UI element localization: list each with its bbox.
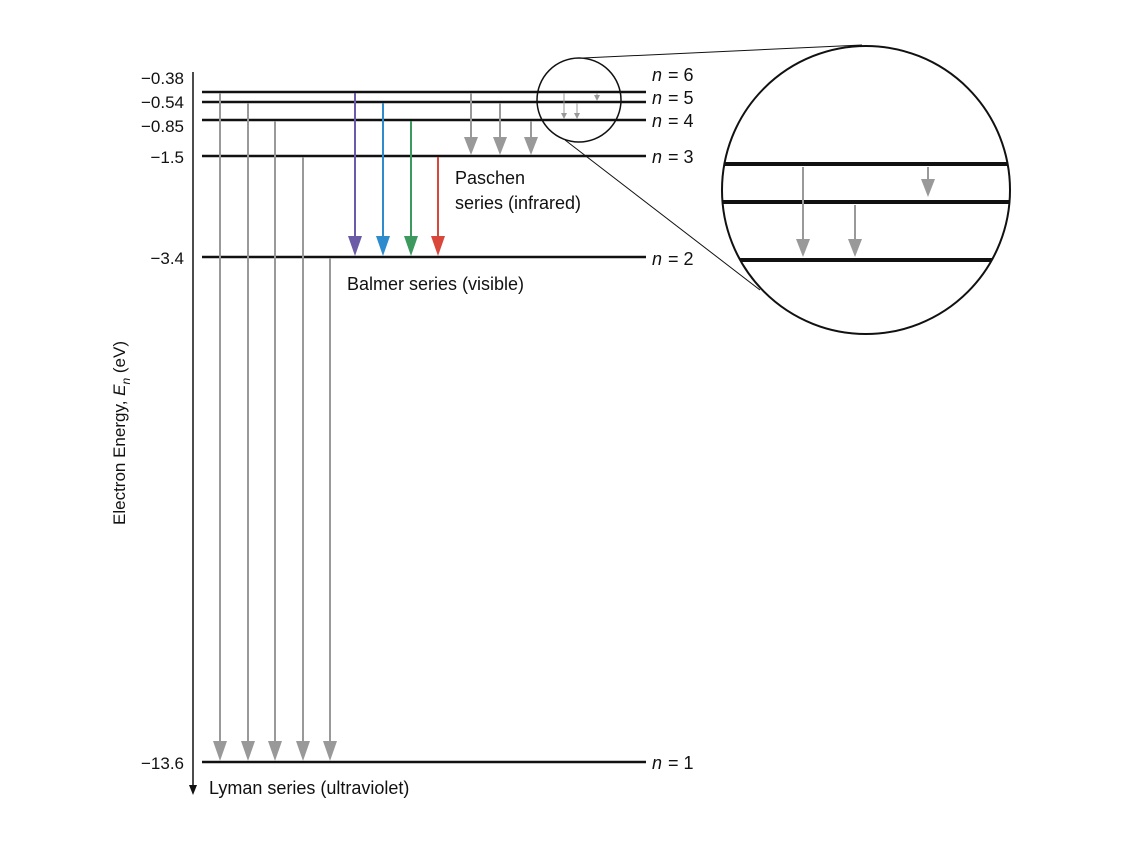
transition-arrow-6-to-3 <box>464 93 478 155</box>
magnifier-connector-top <box>582 44 863 59</box>
energy-tick-label: −0.54 <box>141 93 184 112</box>
zoom-arrow-6-to-5 <box>921 167 935 197</box>
magnified-levels <box>722 162 1010 262</box>
transition-arrow-5-to-2 <box>376 103 390 256</box>
n-label: n= 1 <box>652 753 694 773</box>
transition-arrow-6-to-4 <box>561 93 567 119</box>
n-label: n= 2 <box>652 249 694 269</box>
transition-arrow-6-to-2 <box>348 93 362 256</box>
n-label: n= 6 <box>652 65 694 85</box>
energy-tick-label: −13.6 <box>141 754 184 773</box>
transition-arrow-5-to-1 <box>241 103 255 761</box>
energy-tick-label: −1.5 <box>150 148 184 167</box>
quantum-number-labels: n= 6 n= 5 n= 4 n= 3 n= 2 n= 1 <box>652 65 694 773</box>
balmer-series-label: Balmer series (visible) <box>347 274 524 294</box>
energy-tick-label: −3.4 <box>150 249 184 268</box>
paschen-series-label-line2: series (infrared) <box>455 193 581 213</box>
n-label: n= 5 <box>652 88 694 108</box>
transition-arrow-4-to-3 <box>524 121 538 155</box>
magnifier-connector-bottom <box>564 139 761 291</box>
axis-arrowhead <box>189 785 197 795</box>
energy-tick-label: −0.38 <box>141 69 184 88</box>
transition-arrow-5-to-4 <box>574 103 580 119</box>
transition-arrow-6-to-1 <box>213 93 227 761</box>
energy-tick-label: −0.85 <box>141 117 184 136</box>
zoom-arrow-6-to-4 <box>796 167 810 257</box>
transition-arrow-4-to-2 <box>404 121 418 256</box>
paschen-series-label-line1: Paschen <box>455 168 525 188</box>
transition-arrow-3-to-2 <box>431 157 445 256</box>
transition-arrow-5-to-3 <box>493 103 507 155</box>
lyman-series-label: Lyman series (ultraviolet) <box>209 778 409 798</box>
magnifier-small-circle <box>536 57 622 143</box>
transition-arrow-6-to-5 <box>594 93 600 101</box>
transition-arrows <box>213 93 600 761</box>
transition-arrow-4-to-1 <box>268 121 282 761</box>
n-label: n= 3 <box>652 147 694 167</box>
magnified-inset <box>721 45 1011 335</box>
transition-arrow-2-to-1 <box>323 258 337 761</box>
axis-title: Electron Energy, En (eV) <box>110 341 133 525</box>
zoom-arrow-5-to-4 <box>848 205 862 257</box>
energy-tick-labels: −0.38 −0.54 −0.85 −1.5 −3.4 −13.6 <box>141 69 184 773</box>
n-label: n= 4 <box>652 111 694 131</box>
magnifier-large-circle <box>721 45 1011 335</box>
transition-arrow-3-to-1 <box>296 157 310 761</box>
